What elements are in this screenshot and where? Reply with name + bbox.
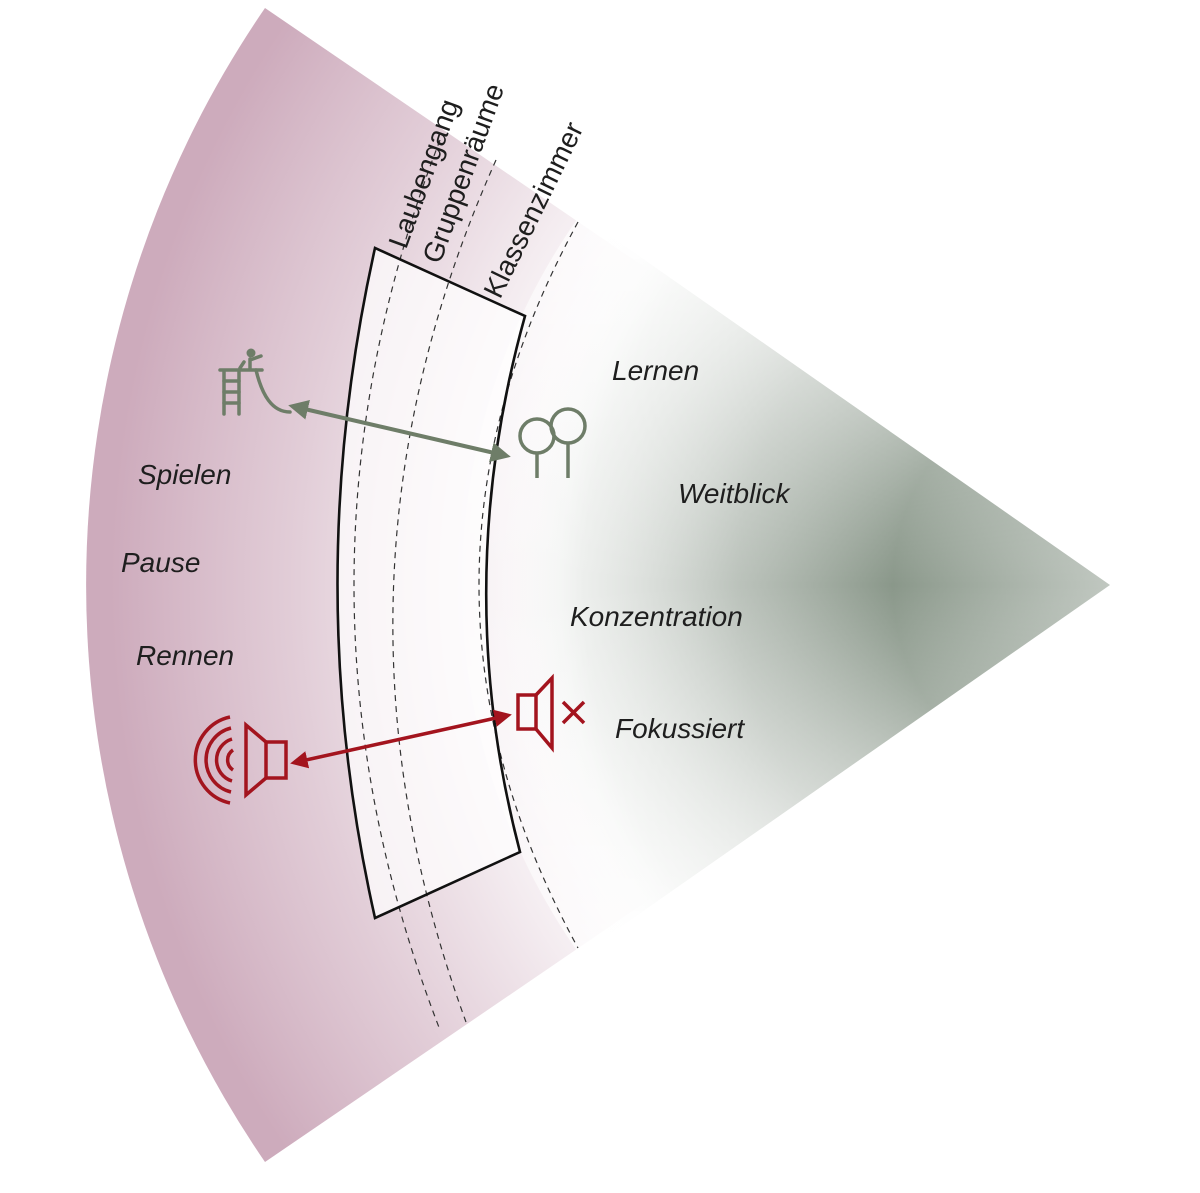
label-weitblick: Weitblick (678, 478, 792, 509)
trees-icon (518, 407, 587, 478)
view-zone-fade (462, 215, 1110, 955)
klassenzimmer-line (478, 221, 579, 949)
label-lernen: Lernen (612, 355, 699, 386)
laubengang-line (353, 139, 441, 1031)
label-pause: Pause (121, 547, 200, 578)
label-konzentration: Konzentration (570, 601, 743, 632)
label-spielen: Spielen (138, 459, 231, 490)
red-double-arrow (290, 709, 512, 769)
label-fokussiert: Fokussiert (615, 713, 745, 744)
label-rennen: Rennen (136, 640, 234, 671)
speaker-muted-icon (516, 673, 586, 753)
playground-slide-icon (218, 348, 292, 416)
green-double-arrow (288, 399, 511, 463)
loudspeaker-sound-icon (193, 715, 288, 805)
